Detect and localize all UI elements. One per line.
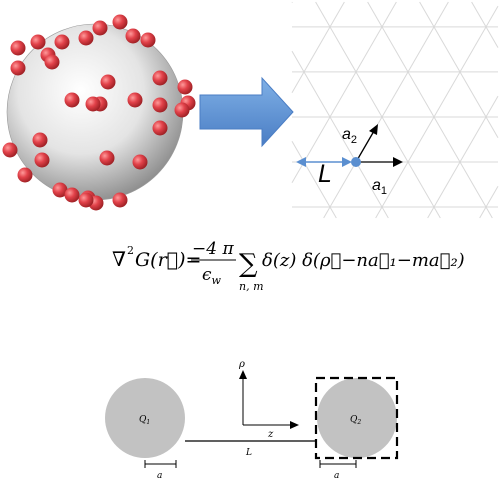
particle bbox=[177, 79, 193, 95]
particle bbox=[32, 132, 48, 148]
L-arrow-head-right bbox=[342, 157, 352, 167]
two-sphere-geometry: ρ z Q1 Q2 L a a bbox=[105, 359, 399, 479]
lattice-line bbox=[375, 5, 499, 219]
label-L: L bbox=[318, 160, 332, 188]
particle bbox=[52, 182, 68, 198]
particle bbox=[85, 96, 101, 112]
colloid-sphere-group bbox=[2, 14, 196, 211]
particle bbox=[112, 14, 128, 30]
nabla-exponent: 2 bbox=[127, 244, 134, 257]
particle bbox=[92, 20, 108, 36]
particle bbox=[127, 92, 143, 108]
particle bbox=[30, 34, 46, 50]
particle bbox=[78, 192, 94, 208]
equation-lhs: G(r⃗)= bbox=[135, 249, 201, 271]
lattice-line bbox=[419, 1, 499, 139]
lattice-line bbox=[479, 185, 499, 219]
rho-axis-head bbox=[239, 370, 247, 379]
radius-label-left: a bbox=[157, 471, 162, 479]
sphere-Q2 bbox=[317, 378, 397, 458]
distance-label: L bbox=[245, 448, 252, 458]
radius-label-right: a bbox=[334, 471, 339, 479]
lattice-line bbox=[471, 1, 499, 48]
lattice-line bbox=[291, 1, 397, 184]
lattice-line bbox=[291, 1, 345, 93]
lattice-line bbox=[427, 95, 499, 219]
lattice-line bbox=[323, 1, 449, 219]
particle bbox=[125, 28, 141, 44]
lattice-vectors: L a1 a2 bbox=[296, 124, 403, 197]
sphere-Q1-label: Q1 bbox=[139, 415, 150, 426]
lattice-line bbox=[367, 1, 493, 219]
particle bbox=[152, 70, 168, 86]
lattice-site bbox=[351, 157, 361, 167]
lattice-line bbox=[315, 1, 441, 219]
sphere-Q2-bounding-box bbox=[314, 376, 399, 460]
particle bbox=[10, 60, 26, 76]
axis-label-rho: ρ bbox=[238, 359, 245, 370]
label-a2: a2 bbox=[342, 126, 357, 146]
a1-arrow-head bbox=[393, 157, 403, 167]
nabla-symbol: ∇ bbox=[112, 247, 126, 271]
particle bbox=[152, 120, 168, 136]
colloid-sphere bbox=[6, 23, 184, 201]
sum-symbol: ∑ bbox=[239, 249, 258, 279]
equation-rhs: δ(z) δ(ρ⃗−na⃗₁−ma⃗₂) bbox=[262, 250, 465, 271]
sum-index: n, m bbox=[239, 280, 264, 293]
particle bbox=[44, 54, 60, 70]
sphere-Q1 bbox=[105, 378, 185, 458]
particle bbox=[64, 92, 80, 108]
particle bbox=[152, 97, 168, 113]
particle bbox=[17, 167, 33, 183]
lattice-line bbox=[291, 50, 389, 219]
particle bbox=[54, 34, 70, 50]
green-function-equation: ∇ 2 G(r⃗)= −4 π ϵw ∑ n, m δ(z) δ(ρ⃗−na⃗₁… bbox=[112, 239, 465, 293]
label-a1: a1 bbox=[372, 177, 387, 197]
particle bbox=[140, 32, 156, 48]
fraction-numerator: −4 π bbox=[192, 239, 234, 259]
particle bbox=[100, 74, 116, 90]
z-axis-head bbox=[290, 421, 299, 429]
particle bbox=[132, 154, 148, 170]
axis-label-z: z bbox=[267, 429, 274, 440]
particle bbox=[78, 30, 94, 46]
transform-arrow bbox=[199, 76, 294, 148]
a2-arrow-line bbox=[355, 130, 375, 163]
particle bbox=[112, 192, 128, 208]
particle bbox=[10, 40, 26, 56]
particle bbox=[2, 142, 18, 158]
particles bbox=[2, 14, 196, 211]
particle bbox=[64, 187, 80, 203]
a2-arrow-head bbox=[369, 124, 378, 135]
lattice-line bbox=[291, 140, 337, 219]
fraction-denominator: ϵw bbox=[202, 265, 222, 287]
L-arrow-head-left bbox=[296, 157, 306, 167]
particle bbox=[34, 152, 50, 168]
sphere-Q2-label: Q2 bbox=[350, 415, 361, 426]
particle bbox=[99, 150, 115, 166]
particle bbox=[174, 102, 190, 118]
